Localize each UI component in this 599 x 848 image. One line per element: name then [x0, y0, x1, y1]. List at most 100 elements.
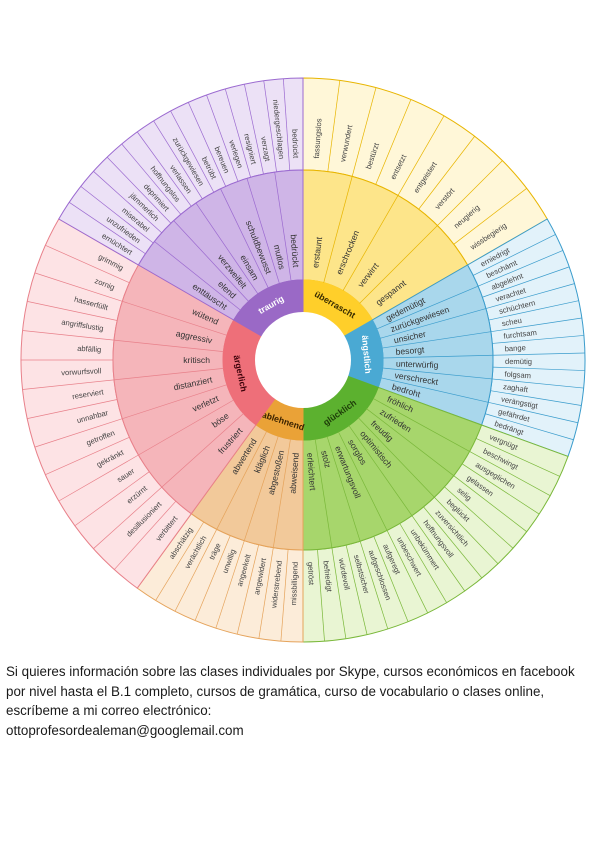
middle-divider: [243, 435, 279, 541]
middle-divider: [274, 172, 292, 281]
middle-divider: [382, 367, 493, 380]
middle-divider: [173, 220, 249, 302]
outer-divider: [351, 87, 377, 177]
middle-divider: [246, 178, 280, 284]
outer-divider: [411, 515, 466, 592]
middle-divider: [114, 368, 224, 381]
outer-divider: [194, 535, 231, 621]
middle-divider: [122, 300, 228, 336]
outer-emotion-label: getröst: [306, 562, 316, 586]
outer-divider: [153, 120, 203, 200]
outer-divider: [386, 530, 429, 614]
middle-emotion-label: besorgt: [395, 344, 425, 357]
outer-divider: [80, 186, 154, 244]
outer-divider: [244, 84, 264, 175]
outer-divider: [418, 136, 475, 210]
middle-divider: [195, 202, 259, 295]
middle-emotion-label: unterwürfig: [396, 358, 439, 370]
outer-divider: [485, 413, 574, 441]
outer-divider: [224, 88, 251, 178]
middle-divider: [326, 436, 361, 542]
middle-divider: [138, 399, 234, 456]
outer-divider: [453, 475, 527, 532]
outer-divider: [492, 352, 585, 356]
outer-divider: [399, 523, 447, 603]
middle-divider: [359, 225, 438, 304]
middle-divider: [372, 398, 470, 452]
middle-divider: [380, 377, 489, 403]
email-address[interactable]: ottoprofesordealeman@googlemail.com: [6, 722, 244, 738]
outer-divider: [345, 544, 368, 635]
outer-divider: [106, 156, 172, 224]
outer-divider: [492, 378, 584, 389]
middle-emotion-label: erstaunt: [310, 236, 324, 269]
middle-divider: [220, 188, 269, 289]
outer-divider: [215, 540, 245, 629]
middle-divider: [379, 308, 486, 339]
outer-divider: [485, 283, 575, 309]
outer-divider: [488, 300, 579, 321]
middle-divider: [314, 439, 333, 548]
outer-emotion-label: folgsam: [504, 370, 531, 381]
middle-divider: [348, 425, 413, 516]
outer-divider: [170, 110, 215, 193]
outer-divider: [280, 549, 289, 642]
middle-emotion-label: bedrückt: [289, 234, 301, 268]
middle-divider: [154, 241, 241, 311]
outer-divider: [136, 131, 192, 207]
outer-divider: [359, 541, 389, 630]
middle-divider: [382, 354, 493, 359]
wheel-center: [255, 312, 351, 408]
outer-divider: [475, 438, 561, 477]
outer-divider: [93, 486, 163, 549]
core-emotion-label: ängstlich: [360, 335, 373, 374]
outer-divider: [282, 78, 291, 171]
outer-emotion-label: bedrückt: [290, 129, 300, 159]
outer-divider: [482, 266, 570, 298]
outer-divider: [490, 317, 582, 333]
outer-divider: [437, 160, 503, 226]
outer-divider: [375, 99, 412, 185]
outer-emotion-label: abfällig: [77, 344, 102, 354]
middle-divider: [114, 339, 224, 352]
outer-divider: [492, 366, 585, 371]
outer-emotion-label: demütig: [505, 357, 532, 366]
middle-divider: [272, 438, 291, 548]
outer-divider: [331, 547, 347, 639]
outer-divider: [469, 451, 551, 496]
outer-divider: [45, 244, 130, 284]
outer-divider: [461, 463, 540, 515]
outer-divider: [397, 115, 445, 196]
outer-emotion-label: fassungslos: [312, 118, 324, 159]
outer-divider: [258, 547, 274, 639]
outer-divider: [444, 486, 514, 549]
outer-emotion-label: missbilligend: [289, 562, 300, 606]
outer-divider: [22, 379, 115, 390]
middle-divider: [323, 176, 353, 283]
outer-divider: [477, 250, 563, 287]
outer-divider: [45, 436, 130, 476]
middle-divider: [338, 431, 388, 531]
outer-divider: [236, 544, 259, 635]
outer-divider: [472, 234, 556, 276]
outer-emotion-label: vorwurfsvoll: [61, 366, 102, 377]
outer-divider: [327, 80, 341, 172]
outer-divider: [206, 94, 239, 182]
outer-emotion-label: furchtsam: [503, 328, 537, 341]
outer-emotion-label: scheu: [501, 316, 523, 328]
outer-divider: [74, 471, 150, 527]
outer-divider: [492, 335, 584, 344]
middle-divider: [161, 413, 244, 488]
outer-divider: [34, 418, 123, 448]
outer-divider: [155, 521, 205, 601]
outer-divider: [434, 497, 499, 564]
middle-divider: [376, 285, 479, 330]
outer-divider: [22, 330, 115, 341]
outer-divider: [490, 390, 582, 406]
outer-divider: [69, 202, 146, 255]
outer-divider: [93, 171, 163, 234]
outer-divider: [187, 102, 227, 187]
outer-emotion-label: bange: [504, 343, 526, 353]
middle-emotion-label: abweisend: [288, 452, 301, 494]
outer-divider: [488, 401, 579, 424]
